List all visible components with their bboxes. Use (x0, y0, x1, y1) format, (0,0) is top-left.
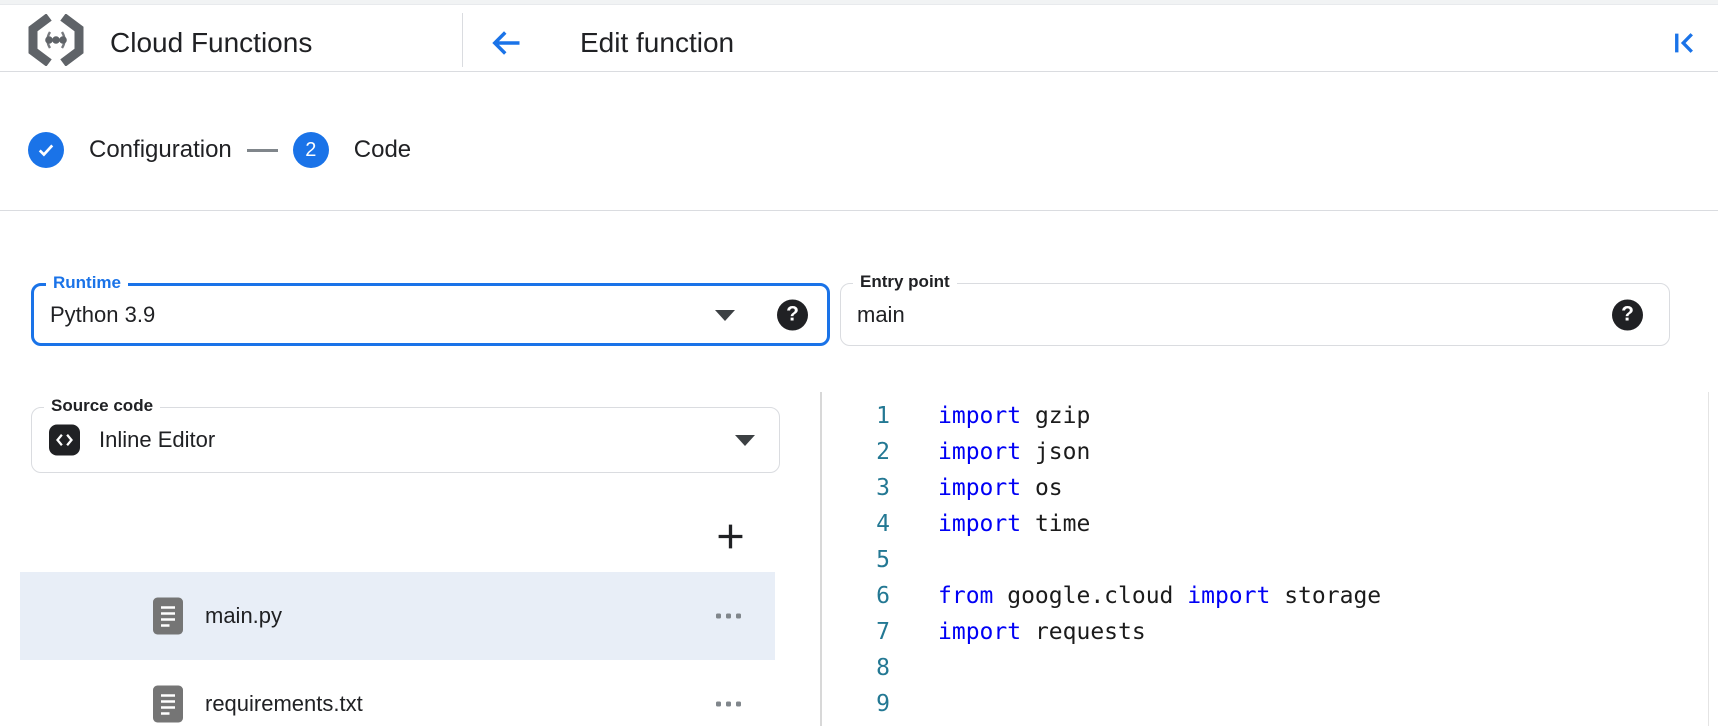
line-number: 7 (876, 619, 890, 645)
source-code-label: Source code (44, 395, 161, 417)
step-code[interactable]: 2 Code (292, 132, 412, 168)
code-text: import gzip (938, 403, 1091, 429)
panel-splitter[interactable] (820, 392, 822, 726)
step-2-badge: 2 (292, 132, 329, 168)
line-number: 1 (876, 403, 890, 429)
section-divider (0, 210, 1718, 211)
code-line: 1 import gzip (822, 398, 1708, 434)
code-line: 8 (822, 650, 1708, 686)
collapse-left-icon (1675, 33, 1693, 53)
add-file-button[interactable] (713, 519, 747, 553)
step-configuration[interactable]: Configuration (28, 132, 232, 168)
code-text: import json (938, 439, 1091, 465)
stepper-connector (246, 148, 278, 152)
code-line: 5 (822, 542, 1708, 578)
code-line: 6 from google.cloud import storage (822, 578, 1708, 614)
file-more-button[interactable] (710, 608, 747, 625)
code-line: 3 import os (822, 470, 1708, 506)
entry-point-label: Entry point (853, 271, 957, 293)
code-text: from google.cloud import storage (938, 583, 1382, 609)
plus-icon (718, 524, 742, 548)
step-code-label: Code (353, 136, 412, 163)
page-title: Edit function (580, 27, 735, 58)
source-code-value: Inline Editor (99, 427, 216, 452)
code-text: import requests (938, 619, 1146, 645)
line-number: 8 (876, 655, 890, 681)
line-number: 3 (876, 475, 890, 501)
code-line: 7 import requests (822, 614, 1708, 650)
file-name: requirements.txt (205, 691, 363, 716)
cloud-functions-logo-icon (28, 14, 84, 66)
source-code-select[interactable]: Source code Inline Editor (31, 395, 780, 473)
header: Cloud Functions Edit function (0, 5, 1718, 72)
code-line: 4 import time (822, 506, 1708, 542)
collapse-panel-button[interactable] (1665, 25, 1701, 61)
back-arrow-icon (492, 31, 520, 55)
runtime-select[interactable]: Runtime Python 3.9 ? (31, 272, 830, 346)
entry-point-field[interactable]: Entry point main ? (840, 271, 1670, 346)
file-more-button[interactable] (710, 696, 747, 713)
editor-right-edge (1708, 392, 1709, 726)
code-text: import time (938, 511, 1091, 537)
runtime-label: Runtime (46, 272, 128, 294)
dropdown-caret-icon (715, 309, 735, 321)
file-list: main.py requirements.txt (20, 572, 775, 726)
inline-editor-icon (49, 424, 80, 456)
code-text: import os (938, 475, 1063, 501)
code-editor[interactable]: 1 import gzip 2 import json 3 import os 4 impor… (822, 398, 1708, 726)
line-number: 6 (876, 583, 890, 609)
file-document-icon (153, 597, 183, 635)
line-number: 2 (876, 439, 890, 465)
stepper: Configuration 2 Code (28, 128, 411, 172)
file-name: main.py (205, 603, 283, 628)
step-configuration-label: Configuration (89, 136, 232, 163)
file-row[interactable]: requirements.txt (20, 660, 775, 726)
step-complete-check-icon (28, 132, 64, 168)
top-strip (0, 0, 1718, 5)
back-button[interactable] (487, 24, 525, 62)
line-number: 9 (876, 691, 890, 717)
runtime-value: Python 3.9 (50, 301, 156, 327)
code-line: 2 import json (822, 434, 1708, 470)
entry-point-value: main (857, 301, 905, 327)
line-number: 5 (876, 547, 890, 573)
header-divider (462, 13, 463, 67)
file-row[interactable]: main.py (20, 572, 775, 660)
line-number: 4 (876, 511, 890, 537)
product-title: Cloud Functions (110, 27, 313, 58)
runtime-help-button[interactable]: ? (777, 299, 808, 330)
code-line: 9 (822, 686, 1708, 722)
dropdown-caret-icon (735, 435, 755, 446)
entry-point-help-button[interactable]: ? (1612, 299, 1643, 330)
file-document-icon (153, 685, 183, 723)
